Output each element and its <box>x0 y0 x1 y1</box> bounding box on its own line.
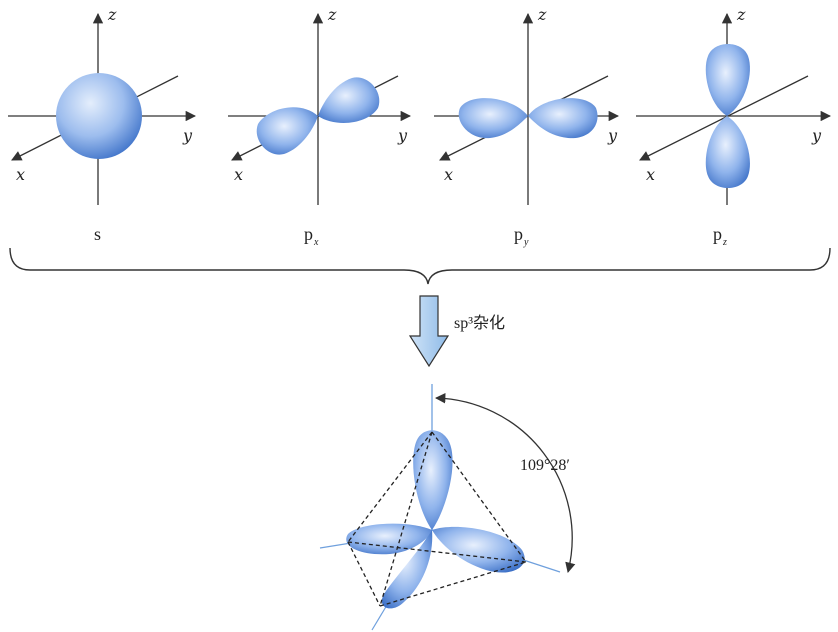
pz-lobe-top <box>705 44 750 116</box>
bond-angle-arc <box>434 393 576 574</box>
y-axis-label: y <box>811 126 822 145</box>
orbital-label-s: s <box>94 224 101 244</box>
pz-lobe-bottom <box>705 116 750 188</box>
z-axis-label: z <box>736 5 746 24</box>
sp3-lobe-right <box>432 526 525 573</box>
py-lobe-right <box>528 98 598 139</box>
hybridization-arrow <box>408 295 450 368</box>
orbital-label-px: px <box>304 224 319 248</box>
orbital-label-pz: pz <box>713 224 727 248</box>
y-axis-label: y <box>397 126 408 145</box>
x-axis-line <box>639 75 809 161</box>
orbital-label-subscript: y <box>523 237 529 248</box>
orbital-label-subscript: z <box>722 237 727 248</box>
y-axis-label: y <box>182 126 193 145</box>
py-lobe-left <box>458 98 528 139</box>
px-lobe-front <box>256 107 318 155</box>
x-axis-label: x <box>16 165 25 184</box>
sp3-lobe-top <box>413 430 453 530</box>
z-axis-label: z <box>537 5 547 24</box>
px-orbital-panel: z y x px <box>228 5 412 248</box>
sp3-lobe-left <box>346 523 432 555</box>
orbital-label-main: p <box>514 224 523 244</box>
grouping-brace <box>9 247 831 285</box>
x-axis-label: x <box>444 165 453 184</box>
orbital-label-main: p <box>713 224 722 244</box>
s-orbital-panel: z y x s <box>8 5 197 244</box>
s-orbital-sphere <box>56 73 142 159</box>
bond-angle-label: 109°28′ <box>520 457 570 474</box>
orbital-label-py: py <box>514 224 529 248</box>
orbital-label-main: p <box>304 224 313 244</box>
z-axis-label: z <box>327 5 337 24</box>
y-axis-label: y <box>607 126 618 145</box>
sp3-hybrid-orbitals <box>319 384 576 631</box>
hybridization-label: sp³杂化 <box>454 314 505 332</box>
x-axis-label: x <box>646 165 655 184</box>
py-orbital-panel: z y x py <box>434 5 620 248</box>
orbital-label-subscript: x <box>313 237 319 248</box>
x-axis-label: x <box>234 165 243 184</box>
pz-orbital-panel: z y x pz <box>636 5 832 248</box>
px-lobe-back <box>318 77 380 123</box>
z-axis-label: z <box>107 5 117 24</box>
